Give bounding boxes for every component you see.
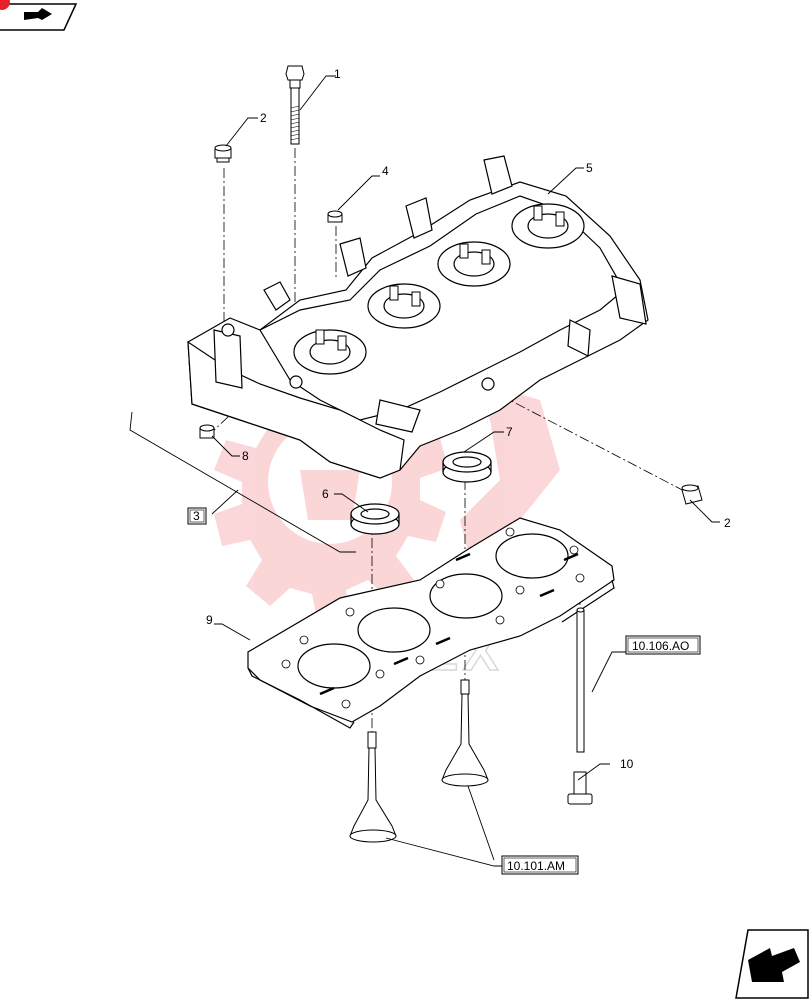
cylinder-head-bolt (285, 65, 305, 145)
callout-8: 8 (242, 449, 249, 463)
callout-3: 3 (193, 509, 200, 523)
plug-part-2-right (681, 484, 703, 505)
callout-4: 4 (382, 164, 389, 178)
plug-part-4 (327, 210, 343, 223)
valve-seal-6 (350, 503, 400, 535)
callout-7: 7 (506, 425, 513, 439)
callout-3-box: 3 (187, 507, 207, 525)
valve-right (441, 679, 489, 787)
callout-6: 6 (322, 487, 329, 501)
reference-10-106-ao[interactable]: 10.106.AO (632, 639, 689, 653)
plug-part-2-top (214, 144, 232, 163)
callout-5: 5 (586, 161, 593, 175)
callout-2-right: 2 (724, 516, 731, 530)
reference-10-101-am[interactable]: 10.101.AM (507, 859, 565, 873)
valve-seal-7 (442, 451, 492, 483)
leader-lines (129, 75, 720, 867)
plug-part-8 (199, 424, 215, 439)
head-gasket (247, 517, 615, 729)
callout-9: 9 (206, 613, 213, 627)
callout-1: 1 (334, 67, 341, 81)
callout-2-top: 2 (260, 111, 267, 125)
tappet-10 (567, 771, 593, 805)
folder-arrow-icon[interactable] (0, 0, 78, 31)
pushrod (576, 607, 585, 753)
next-page-arrow-icon[interactable] (735, 929, 809, 999)
cylinder-head (187, 155, 649, 479)
reference-box-10-101-am[interactable]: 10.101.AM (501, 855, 579, 875)
reference-box-10-106-ao[interactable]: 10.106.AO (625, 635, 701, 655)
valve-left (349, 731, 397, 843)
callout-10: 10 (620, 757, 634, 771)
